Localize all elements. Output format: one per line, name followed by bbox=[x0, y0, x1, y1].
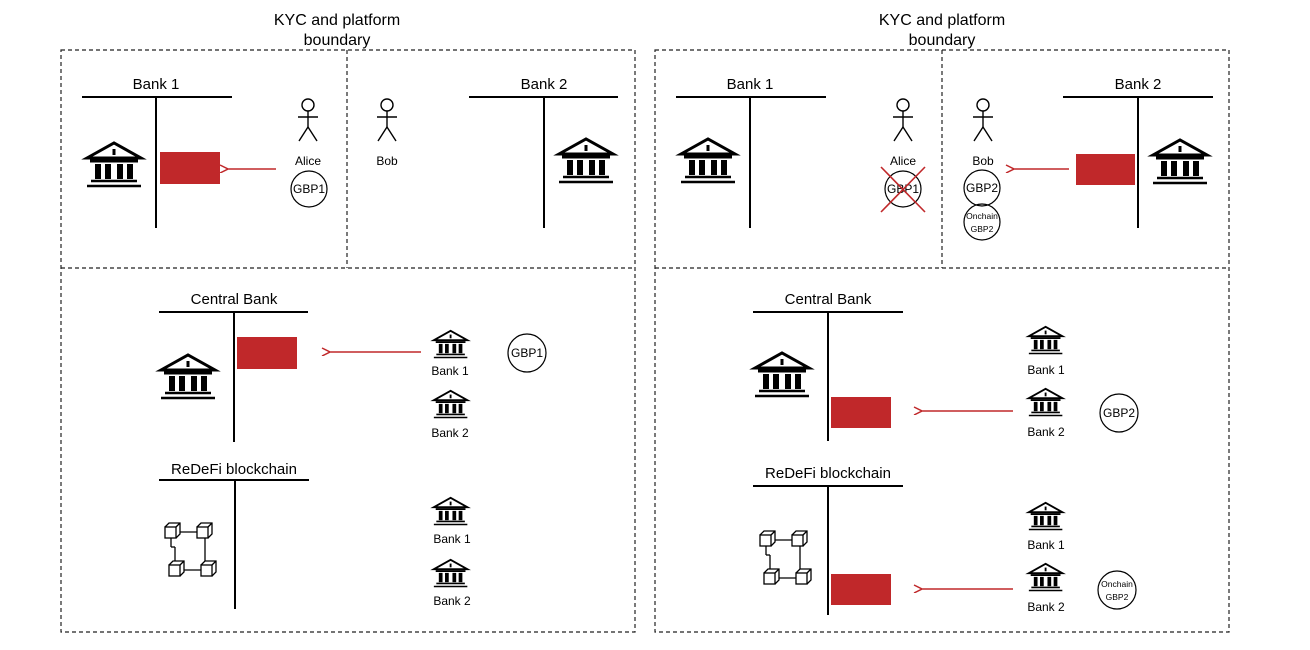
left-chain-bank1-label: Bank 1 bbox=[433, 532, 471, 546]
left-cb-token-label: GBP1 bbox=[511, 346, 543, 360]
left-bank1-label: Bank 1 bbox=[133, 76, 180, 93]
left-central-bank-label: Central Bank bbox=[191, 291, 278, 308]
left-bank2-label: Bank 2 bbox=[521, 76, 568, 93]
right-cb-bank1-label: Bank 1 bbox=[1027, 363, 1065, 377]
right-chain-onchain-line1: Onchain bbox=[1101, 579, 1133, 589]
left-alice-person-icon bbox=[297, 98, 319, 142]
right-panel: KYC and platform boundary Bank 1 Alice G… bbox=[654, 12, 1230, 633]
right-boundary-title-line1: KYC and platform bbox=[879, 12, 1005, 29]
right-chain-bank1-building-icon bbox=[1027, 501, 1064, 531]
left-cb-bank2-label: Bank 2 bbox=[431, 426, 469, 440]
right-bob-person-icon bbox=[972, 98, 994, 142]
left-bank2-building-icon bbox=[557, 137, 615, 184]
right-chain-onchain-coin-icon bbox=[1097, 570, 1137, 610]
right-alice-person-icon bbox=[892, 98, 914, 142]
right-alice-label: Alice bbox=[890, 154, 916, 168]
right-chain-account bbox=[831, 574, 891, 605]
left-boundary-title-line2: boundary bbox=[304, 32, 371, 49]
right-alice-token-cross-icon bbox=[880, 166, 926, 213]
left-cb-bank1-building-icon bbox=[432, 329, 469, 359]
right-bob-token-coin-icon bbox=[963, 169, 1001, 207]
right-boundary-title-line2: boundary bbox=[909, 32, 976, 49]
left-alice-label: Alice bbox=[295, 154, 321, 168]
left-cb-account bbox=[237, 337, 297, 369]
right-cb-account bbox=[831, 397, 891, 428]
right-central-bank-label: Central Bank bbox=[785, 291, 872, 308]
left-panel: KYC and platform boundary Bank 1 Alice G… bbox=[60, 12, 636, 633]
left-alice-token-label: GBP1 bbox=[293, 182, 325, 196]
right-bob-label: Bob bbox=[972, 154, 994, 168]
right-cb-bank2-building-icon bbox=[1027, 387, 1064, 417]
right-chain-bank2-label: Bank 2 bbox=[1027, 600, 1065, 614]
right-cb-building-icon bbox=[753, 351, 811, 398]
left-cb-bank2-building-icon bbox=[432, 389, 469, 419]
right-chain-bank2-building-icon bbox=[1027, 562, 1064, 592]
left-cb-bank1-label: Bank 1 bbox=[431, 364, 469, 378]
left-cb-building-icon bbox=[159, 353, 217, 400]
right-bob-onchain-line2: GBP2 bbox=[971, 224, 994, 234]
left-chain-bank2-building-icon bbox=[432, 558, 469, 588]
right-bank1-label: Bank 1 bbox=[727, 76, 774, 93]
right-chain-label: ReDeFi blockchain bbox=[765, 465, 891, 482]
right-bob-token-label: GBP2 bbox=[966, 181, 998, 195]
right-alice-token-coin-icon bbox=[884, 170, 922, 208]
left-chain-bank1-building-icon bbox=[432, 496, 469, 526]
right-blockchain-icon bbox=[760, 531, 811, 584]
left-bank1-account bbox=[160, 152, 220, 184]
left-chain-bank2-label: Bank 2 bbox=[433, 594, 471, 608]
right-bank2-building-icon bbox=[1151, 138, 1209, 185]
left-alice-token-coin-icon bbox=[290, 170, 328, 208]
right-bank2-account bbox=[1076, 154, 1135, 185]
right-bank2-label: Bank 2 bbox=[1115, 76, 1162, 93]
left-bob-label: Bob bbox=[376, 154, 398, 168]
right-cb-token-coin-icon bbox=[1099, 393, 1139, 433]
right-bank1-building-icon bbox=[679, 137, 737, 184]
right-cb-token-label: GBP2 bbox=[1103, 406, 1135, 420]
left-bob-person-icon bbox=[376, 98, 398, 142]
right-cb-bank2-label: Bank 2 bbox=[1027, 425, 1065, 439]
left-cb-token-coin-icon bbox=[507, 333, 547, 373]
left-boundary-frame bbox=[60, 49, 636, 633]
right-bob-onchain-coin-icon bbox=[963, 203, 1001, 241]
right-chain-onchain-line2: GBP2 bbox=[1106, 592, 1129, 602]
right-cb-bank1-building-icon bbox=[1027, 325, 1064, 355]
right-chain-bank1-label: Bank 1 bbox=[1027, 538, 1065, 552]
left-blockchain-icon bbox=[165, 523, 216, 576]
right-bob-onchain-line1: Onchain bbox=[966, 211, 998, 221]
left-bank1-building-icon bbox=[85, 141, 143, 188]
left-boundary-title-line1: KYC and platform bbox=[274, 12, 400, 29]
left-chain-label: ReDeFi blockchain bbox=[171, 461, 297, 478]
